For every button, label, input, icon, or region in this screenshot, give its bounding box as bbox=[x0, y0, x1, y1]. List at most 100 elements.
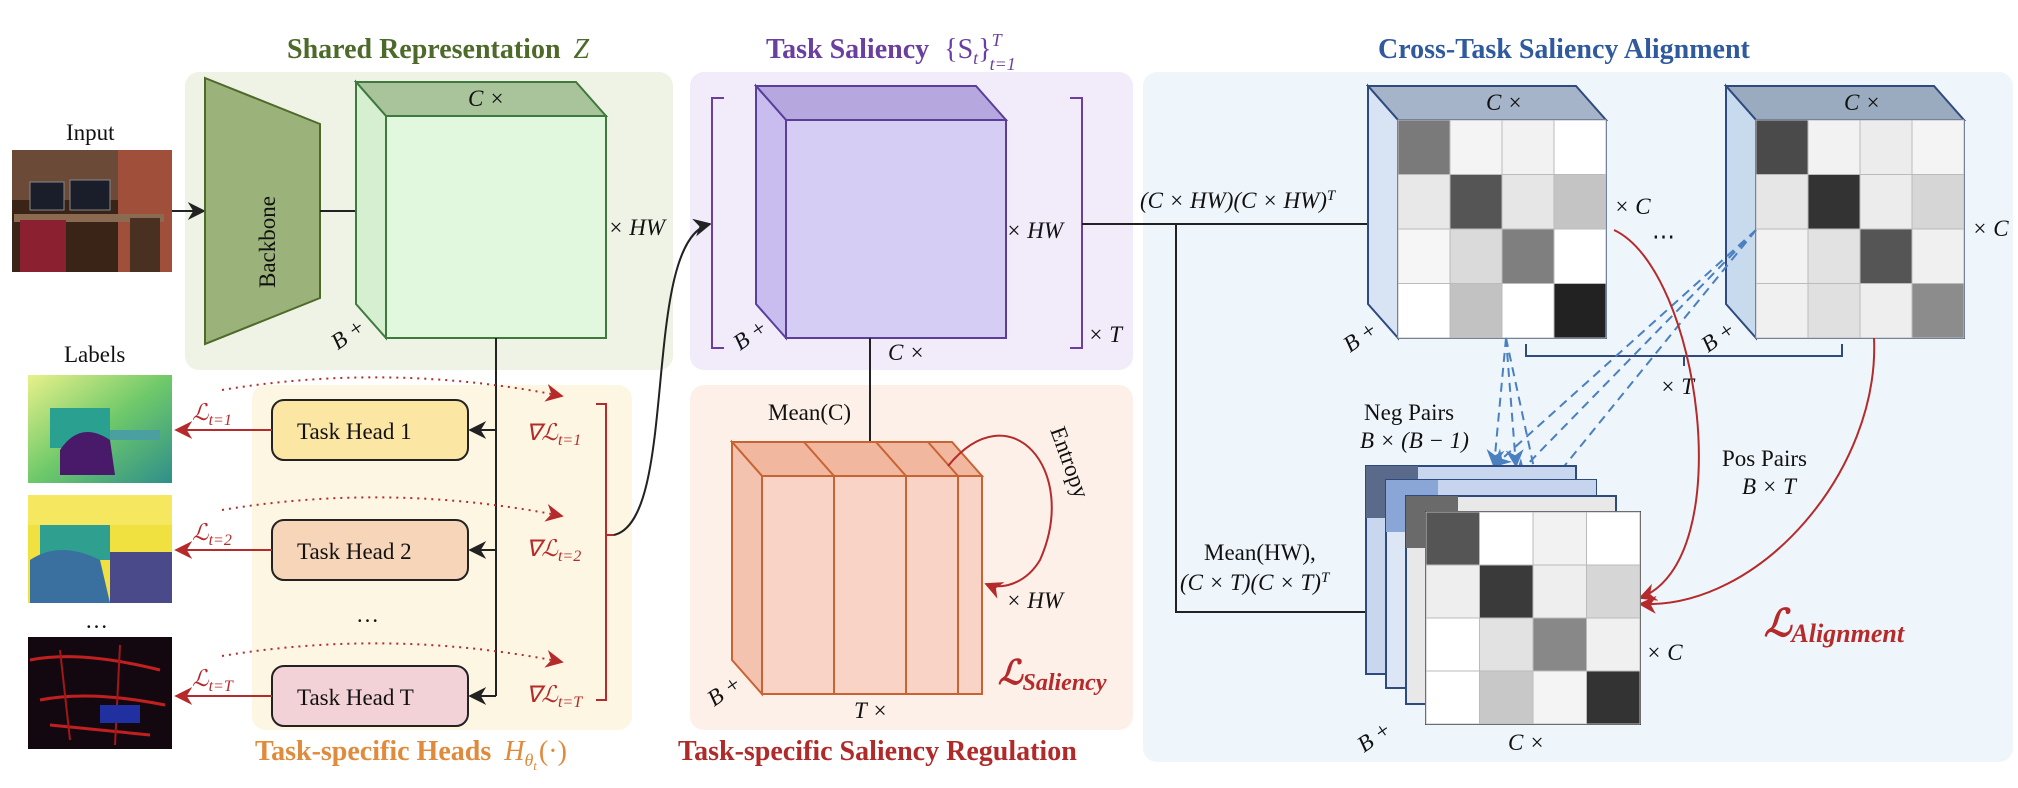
matrix-cell bbox=[1586, 617, 1641, 672]
matrix-cell bbox=[1449, 174, 1503, 230]
grad-tT: ∇ℒt=T bbox=[526, 682, 583, 711]
matrix-cell bbox=[1397, 174, 1451, 230]
mean-hw-path bbox=[1175, 224, 1402, 621]
matrix-cell bbox=[1449, 283, 1503, 339]
matrix-cell bbox=[1501, 119, 1555, 175]
saliency-cube bbox=[753, 83, 1009, 341]
task-head-2: Task Head 2 bbox=[271, 519, 469, 581]
grad-bracket bbox=[596, 403, 614, 701]
alignment-times-t: × T bbox=[1660, 374, 1696, 399]
matrix-cell bbox=[1532, 617, 1587, 672]
shared-title: Shared Representation Z bbox=[287, 34, 590, 65]
matrix-1-cells bbox=[1397, 119, 1607, 339]
matrix-dots: ⋯ bbox=[1652, 224, 1675, 249]
matrix-cell bbox=[1479, 670, 1534, 725]
input-label: Input bbox=[66, 120, 115, 145]
matrix-cell bbox=[1911, 228, 1965, 284]
regulation-hw: × HW bbox=[1006, 588, 1065, 613]
loss-arrows bbox=[174, 421, 272, 705]
entropy-arc bbox=[947, 434, 1053, 599]
stack-c: C × bbox=[1508, 730, 1545, 755]
matrix-cell bbox=[1425, 670, 1480, 725]
matrix-cell bbox=[1911, 119, 1965, 175]
matrix-cell bbox=[1532, 670, 1587, 725]
task-head-1: Task Head 1 bbox=[271, 399, 469, 461]
regulation-stack bbox=[729, 439, 985, 697]
matrix-cell bbox=[1553, 174, 1607, 230]
matrix-cell bbox=[1755, 119, 1809, 175]
shared-cube-hw: × HW bbox=[608, 215, 667, 240]
neg-pairs-count: B × (B − 1) bbox=[1360, 428, 1469, 453]
grad-t2: ∇ℒt=2 bbox=[526, 536, 581, 565]
heads-title: Task-specific Heads Hθt(·) bbox=[255, 736, 567, 773]
times-t-brace bbox=[1525, 344, 1843, 366]
labels-label: Labels bbox=[64, 342, 125, 367]
alignment-title: Cross-Task Saliency Alignment bbox=[1378, 34, 1751, 65]
matrix-cell bbox=[1479, 617, 1534, 672]
saliency-times-t: × T bbox=[1088, 322, 1124, 347]
matrix-cell bbox=[1532, 511, 1587, 566]
stacked-matrix-cells bbox=[1425, 511, 1641, 725]
matrix-cell bbox=[1553, 283, 1607, 339]
alignment-loss: ℒAlignment bbox=[1764, 603, 1905, 648]
matrix-cell bbox=[1755, 228, 1809, 284]
matrix-cell bbox=[1586, 564, 1641, 619]
matrix-cell bbox=[1859, 174, 1913, 230]
matrix-2-times-c: × C bbox=[1972, 216, 2009, 241]
edge-label-image bbox=[28, 637, 172, 749]
neg-pairs-label: Neg Pairs bbox=[1364, 400, 1454, 425]
matrix-cell bbox=[1501, 228, 1555, 284]
matrix-cell bbox=[1859, 283, 1913, 339]
loss-tT: ℒt=T bbox=[192, 666, 234, 695]
matrix-cell bbox=[1859, 119, 1913, 175]
svg-text:Task Head 2: Task Head 2 bbox=[297, 539, 412, 564]
neg-pair-arrows bbox=[1486, 229, 1757, 498]
to-saliency-curve bbox=[613, 218, 712, 536]
heads-ellipsis: … bbox=[356, 602, 379, 627]
matrix-2-cells bbox=[1755, 119, 1965, 339]
regulation-title: Task-specific Saliency Regulation bbox=[678, 736, 1077, 767]
matrix-1-c: C × bbox=[1486, 90, 1523, 115]
saliency-cube-c: C × bbox=[888, 340, 925, 365]
gradient-arcs bbox=[221, 376, 564, 668]
segmentation-label-image bbox=[28, 495, 172, 603]
matrix-cell bbox=[1807, 119, 1861, 175]
matrix-cell bbox=[1449, 119, 1503, 175]
loss-t2: ℒt=2 bbox=[192, 520, 232, 549]
task-head-t: Task Head T bbox=[271, 665, 469, 727]
grad-t1: ∇ℒt=1 bbox=[526, 420, 581, 449]
matrix-cell bbox=[1479, 564, 1534, 619]
pos-pair-arrow-2 bbox=[1638, 337, 1876, 614]
stack-times-c: × C bbox=[1646, 640, 1683, 665]
regulation-t: T × bbox=[854, 698, 888, 723]
saliency-bracket-left bbox=[711, 97, 724, 349]
gram-label: (C × HW)(C × HW)T bbox=[1140, 188, 1337, 213]
matrix-cell bbox=[1479, 511, 1534, 566]
backbone-label: Backbone bbox=[255, 196, 280, 288]
matrix-cell bbox=[1397, 283, 1451, 339]
matrix-cell bbox=[1425, 511, 1480, 566]
svg-text:Task Head 1: Task Head 1 bbox=[297, 419, 412, 444]
matrix-2-c: C × bbox=[1844, 90, 1881, 115]
input-image bbox=[12, 150, 172, 272]
matrix-cell bbox=[1501, 283, 1555, 339]
matrix-1-times-c: × C bbox=[1614, 194, 1651, 219]
matrix-cell bbox=[1397, 228, 1451, 284]
matrix-cell bbox=[1425, 617, 1480, 672]
matrix-cell bbox=[1755, 283, 1809, 339]
matrix-cell bbox=[1553, 228, 1607, 284]
saliency-cube-hw: × HW bbox=[1006, 218, 1065, 243]
mean-hw-label-2: (C × T)(C × T)T bbox=[1180, 570, 1331, 595]
shared-cube-c: C × bbox=[468, 86, 505, 111]
matrix-cell bbox=[1532, 564, 1587, 619]
matrix-cell bbox=[1807, 228, 1861, 284]
matrix-cell bbox=[1501, 174, 1555, 230]
labels-ellipsis: … bbox=[85, 608, 108, 633]
shared-cube bbox=[353, 79, 609, 341]
matrix-cell bbox=[1807, 174, 1861, 230]
matrix-cell bbox=[1755, 174, 1809, 230]
pos-pairs-label: Pos Pairs bbox=[1722, 446, 1807, 471]
matrix-cell bbox=[1425, 564, 1480, 619]
